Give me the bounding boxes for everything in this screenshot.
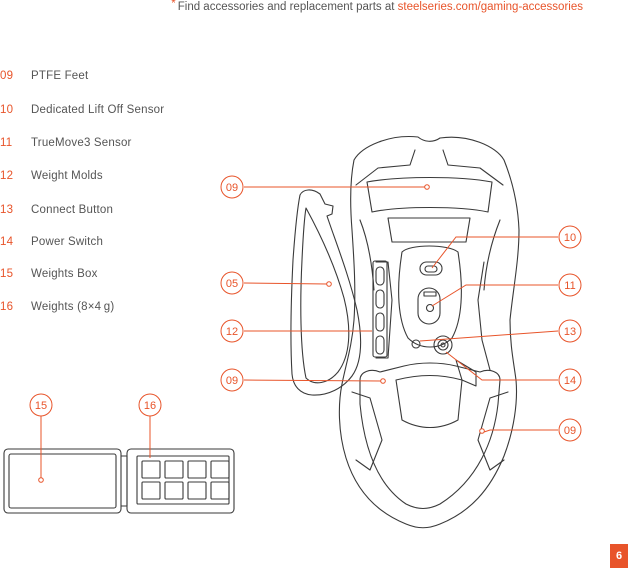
legend-label: PTFE Feet	[31, 70, 89, 82]
legend-number: 09	[0, 70, 14, 82]
callout-15: 15	[29, 393, 53, 417]
callout-05: 05	[220, 271, 244, 295]
accessories-link[interactable]: steelseries.com/gaming-accessories	[397, 1, 583, 13]
callout-14: 14	[558, 368, 582, 392]
callout-13: 13	[558, 319, 582, 343]
legend-label: Dedicated Lift Off Sensor	[31, 104, 165, 116]
callout-label: 11	[564, 280, 575, 292]
callout-label: 09	[226, 375, 238, 387]
weights-box	[3, 448, 235, 514]
callout-label: 10	[564, 232, 576, 244]
weight-molds	[372, 260, 388, 358]
legend-label: Weights Box	[31, 268, 98, 280]
accessories-note: *Find accessories and replacement parts …	[171, 0, 583, 13]
legend-label: TrueMove3 Sensor	[31, 137, 132, 149]
legend-number: 14	[0, 236, 14, 248]
callout-11: 11	[558, 273, 582, 297]
truemove3-sensor	[423, 291, 437, 313]
legend-number: 13	[0, 204, 14, 216]
callout-12: 12	[220, 319, 244, 343]
callout-anchors	[38, 184, 485, 483]
callout-09-top: 09	[220, 175, 244, 199]
legend-number: 16	[0, 301, 14, 313]
legend-label: Weights (8×4 g)	[31, 301, 115, 313]
callout-leaders	[40, 186, 559, 478]
callout-label: 12	[226, 326, 238, 338]
callout-09-right: 09	[558, 418, 582, 442]
accessories-note-text: Find accessories and replacement parts a…	[177, 1, 395, 13]
callout-10: 10	[558, 225, 582, 249]
legend-number: 15	[0, 268, 14, 280]
callout-label: 15	[35, 400, 47, 412]
connect-button	[411, 339, 421, 349]
side-panel	[290, 189, 362, 396]
mouse-body	[338, 135, 520, 529]
callout-label: 09	[226, 182, 238, 194]
callout-label: 14	[564, 375, 576, 387]
legend-number: 12	[0, 170, 14, 182]
callout-label: 05	[226, 278, 238, 290]
legend-number: 11	[0, 137, 13, 149]
legend-number: 10	[0, 104, 14, 116]
power-switch	[433, 335, 453, 355]
asterisk: *	[171, 0, 176, 10]
callout-label: 13	[564, 326, 576, 338]
legend-label: Connect Button	[31, 204, 114, 216]
callout-label: 09	[564, 425, 576, 437]
legend-label: Weight Molds	[31, 170, 103, 182]
lift-off-sensor	[419, 261, 443, 276]
callout-label: 16	[144, 400, 156, 412]
page-number: 6	[610, 544, 628, 568]
callout-09-left: 09	[220, 368, 244, 392]
callout-16: 16	[138, 393, 162, 417]
legend-label: Power Switch	[31, 236, 104, 248]
